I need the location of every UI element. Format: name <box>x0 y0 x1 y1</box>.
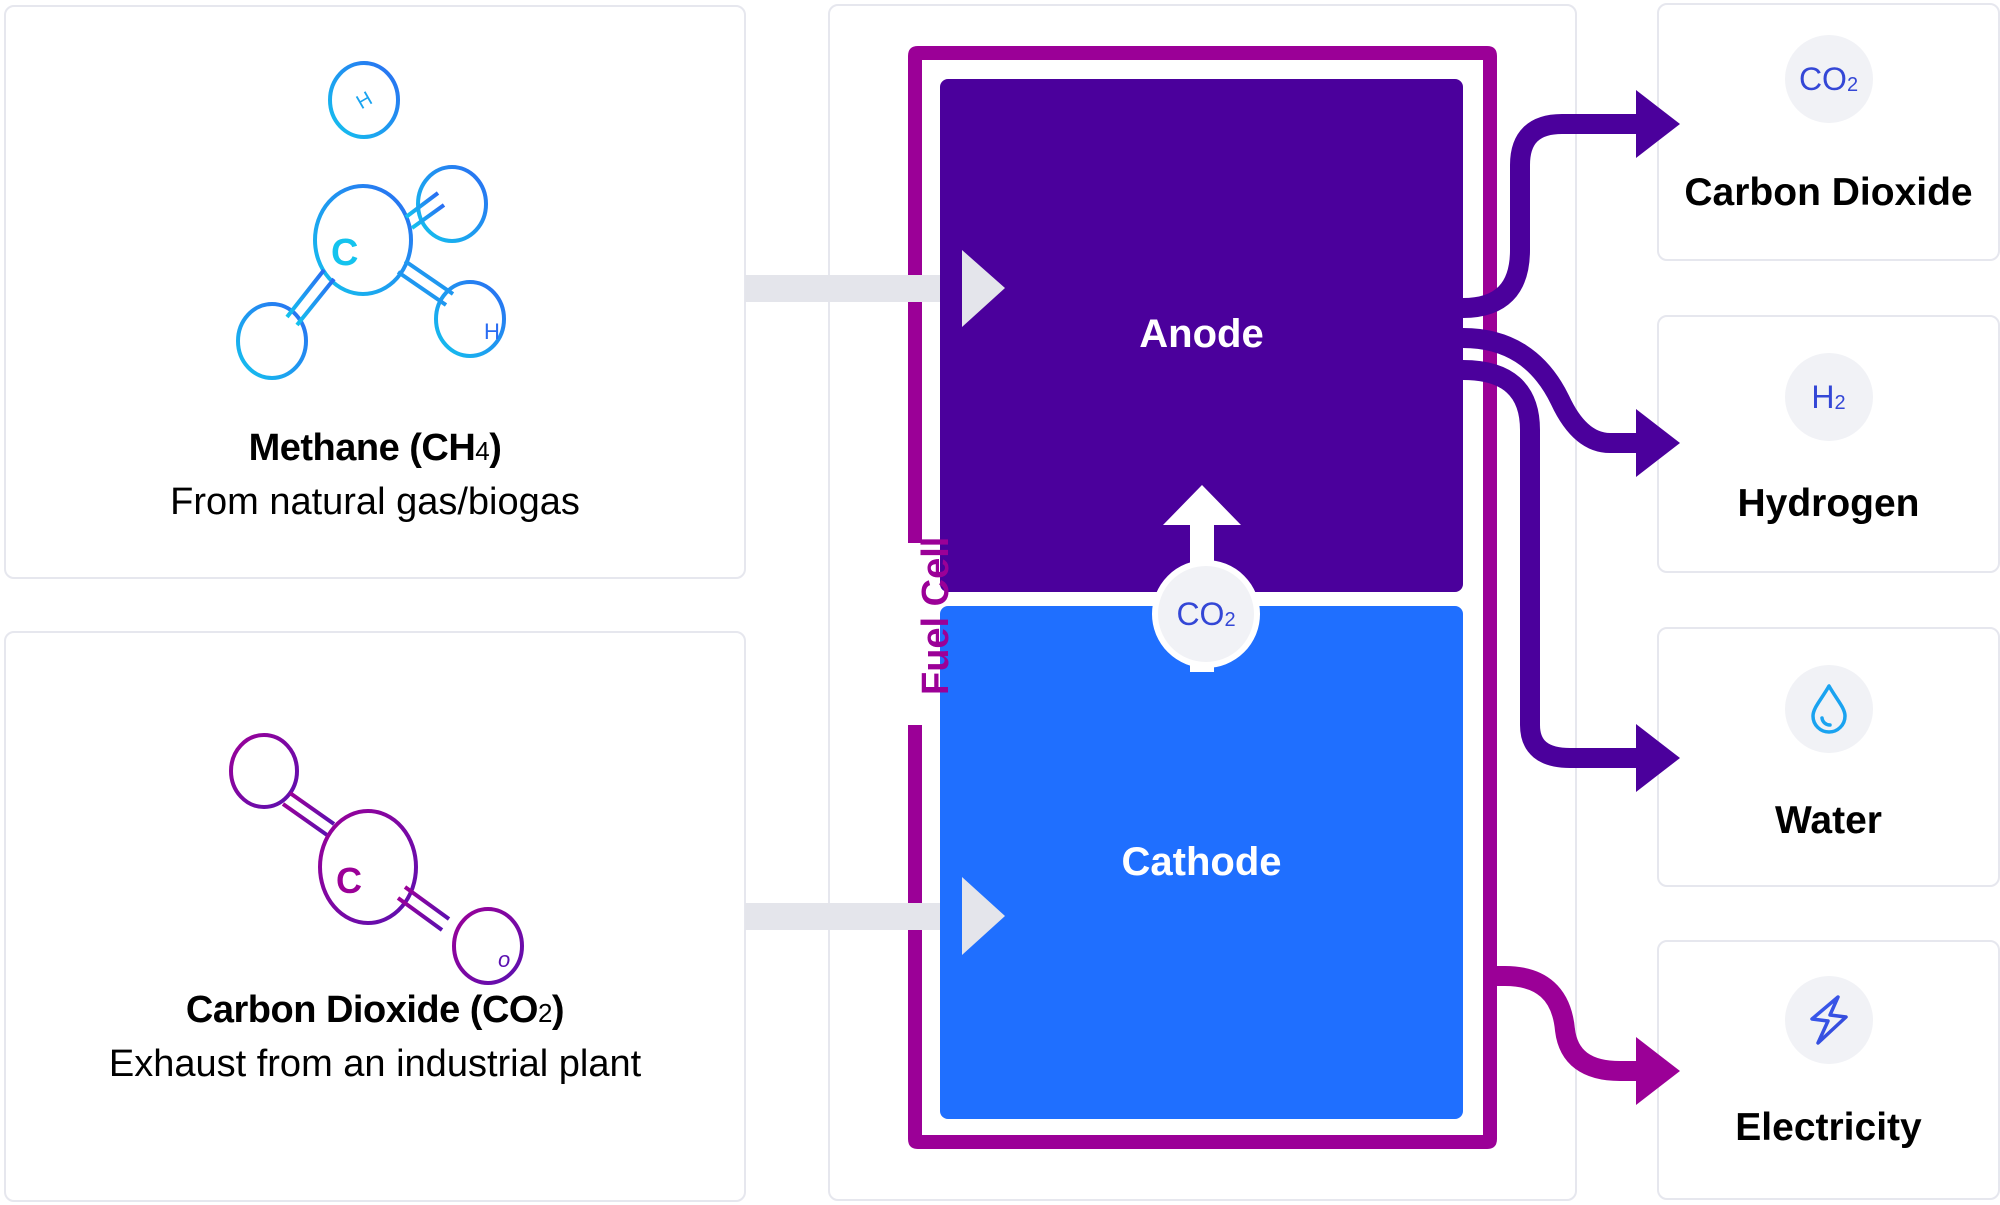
svg-text:C: C <box>331 232 358 274</box>
svg-text:H: H <box>484 319 500 344</box>
input-title-methane: Methane (CH4) <box>248 427 502 469</box>
water-drop-icon <box>1784 665 1873 753</box>
output-card-electricity: Electricity <box>1657 940 2000 1200</box>
co2-molecule-icon: C o <box>229 733 524 985</box>
output-card-water: Water <box>1657 627 2000 887</box>
svg-text:o: o <box>498 947 510 972</box>
anode-label: Anode <box>1139 312 1264 356</box>
svg-text:C: C <box>336 860 362 901</box>
lightning-bolt-icon <box>1784 976 1873 1064</box>
output-label-water: Water <box>1775 799 1882 842</box>
input-card-co2: C o Carbon Dioxide (CO2) Exhaust from an… <box>4 631 746 1202</box>
input-card-methane: H C H Methane (CH4) From natural gas/bio… <box>4 5 746 579</box>
cathode-label: Cathode <box>1121 840 1282 884</box>
methane-molecule-icon: H C H <box>236 61 506 380</box>
output-label-hydrogen: Hydrogen <box>1737 482 1920 525</box>
input-subtitle-methane: From natural gas/biogas <box>170 481 580 523</box>
fuel-cell-label: Fuel Cell <box>915 536 957 695</box>
input-title-co2: Carbon Dioxide (CO2) <box>185 989 565 1031</box>
output-label-carbon-dioxide: Carbon Dioxide <box>1684 171 1973 214</box>
input-subtitle-co2: Exhaust from an industrial plant <box>108 1043 642 1085</box>
svg-text:H: H <box>353 88 377 114</box>
output-label-electricity: Electricity <box>1735 1106 1922 1149</box>
